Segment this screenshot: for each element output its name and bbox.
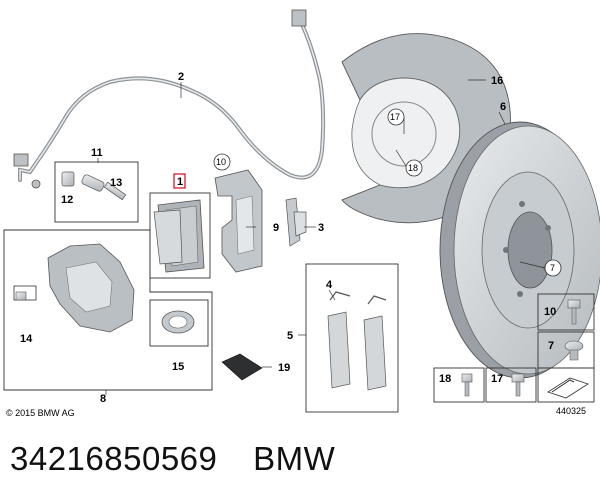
callout-7-circle: 7 [550, 263, 555, 273]
callout-18-circle: 18 [408, 163, 418, 173]
callout-19: 19 [278, 362, 290, 374]
brake-caliper-assembly [3, 229, 213, 391]
callout-18: 18 [439, 373, 451, 385]
callout-9: 9 [273, 222, 279, 234]
callout-7: 7 [548, 340, 554, 352]
callout-3: 3 [318, 222, 324, 234]
brake-pad-set [149, 192, 211, 279]
callout-17-circle: 17 [390, 112, 400, 122]
part-number: 34216850569 [10, 440, 218, 477]
callout-6: 6 [500, 101, 506, 113]
callout-labels: 2 11 12 13 1 9 3 16 6 4 5 14 15 19 8 10 … [20, 71, 562, 405]
guide-bolt-set [54, 161, 139, 223]
callout-5: 5 [287, 330, 293, 342]
callout-11: 11 [91, 147, 103, 159]
brand-name: BMW [253, 440, 336, 477]
caliper-carrier [214, 169, 263, 273]
brake-disc [439, 121, 600, 379]
callout-1-highlight [173, 173, 186, 189]
callout-17: 17 [491, 373, 503, 385]
small-parts-grid [433, 293, 595, 403]
callout-14: 14 [20, 333, 33, 345]
spring-set [305, 263, 399, 413]
anti-rattle-clips [285, 197, 307, 247]
callout-2: 2 [178, 71, 184, 83]
callout-16: 16 [491, 75, 503, 87]
parts-diagram: 2 11 12 13 1 9 3 16 6 4 5 14 15 19 8 10 … [3, 9, 600, 418]
callout-10-circle: 10 [216, 157, 226, 167]
brake-pad-shim [221, 353, 263, 381]
callout-13: 13 [110, 177, 122, 189]
copyright-notice: © 2015 BMW AG [6, 408, 75, 418]
callout-10: 10 [544, 306, 556, 318]
callout-15: 15 [172, 361, 184, 373]
callout-1: 1 [177, 176, 183, 188]
diagram-id: 440325 [556, 406, 586, 416]
leader-lines [97, 79, 546, 395]
callout-4: 4 [326, 279, 333, 291]
callout-12: 12 [61, 194, 73, 206]
wear-sensor-cable [13, 9, 326, 189]
callout-8: 8 [100, 393, 106, 405]
part-caption: 34216850569 BMW [10, 440, 335, 478]
